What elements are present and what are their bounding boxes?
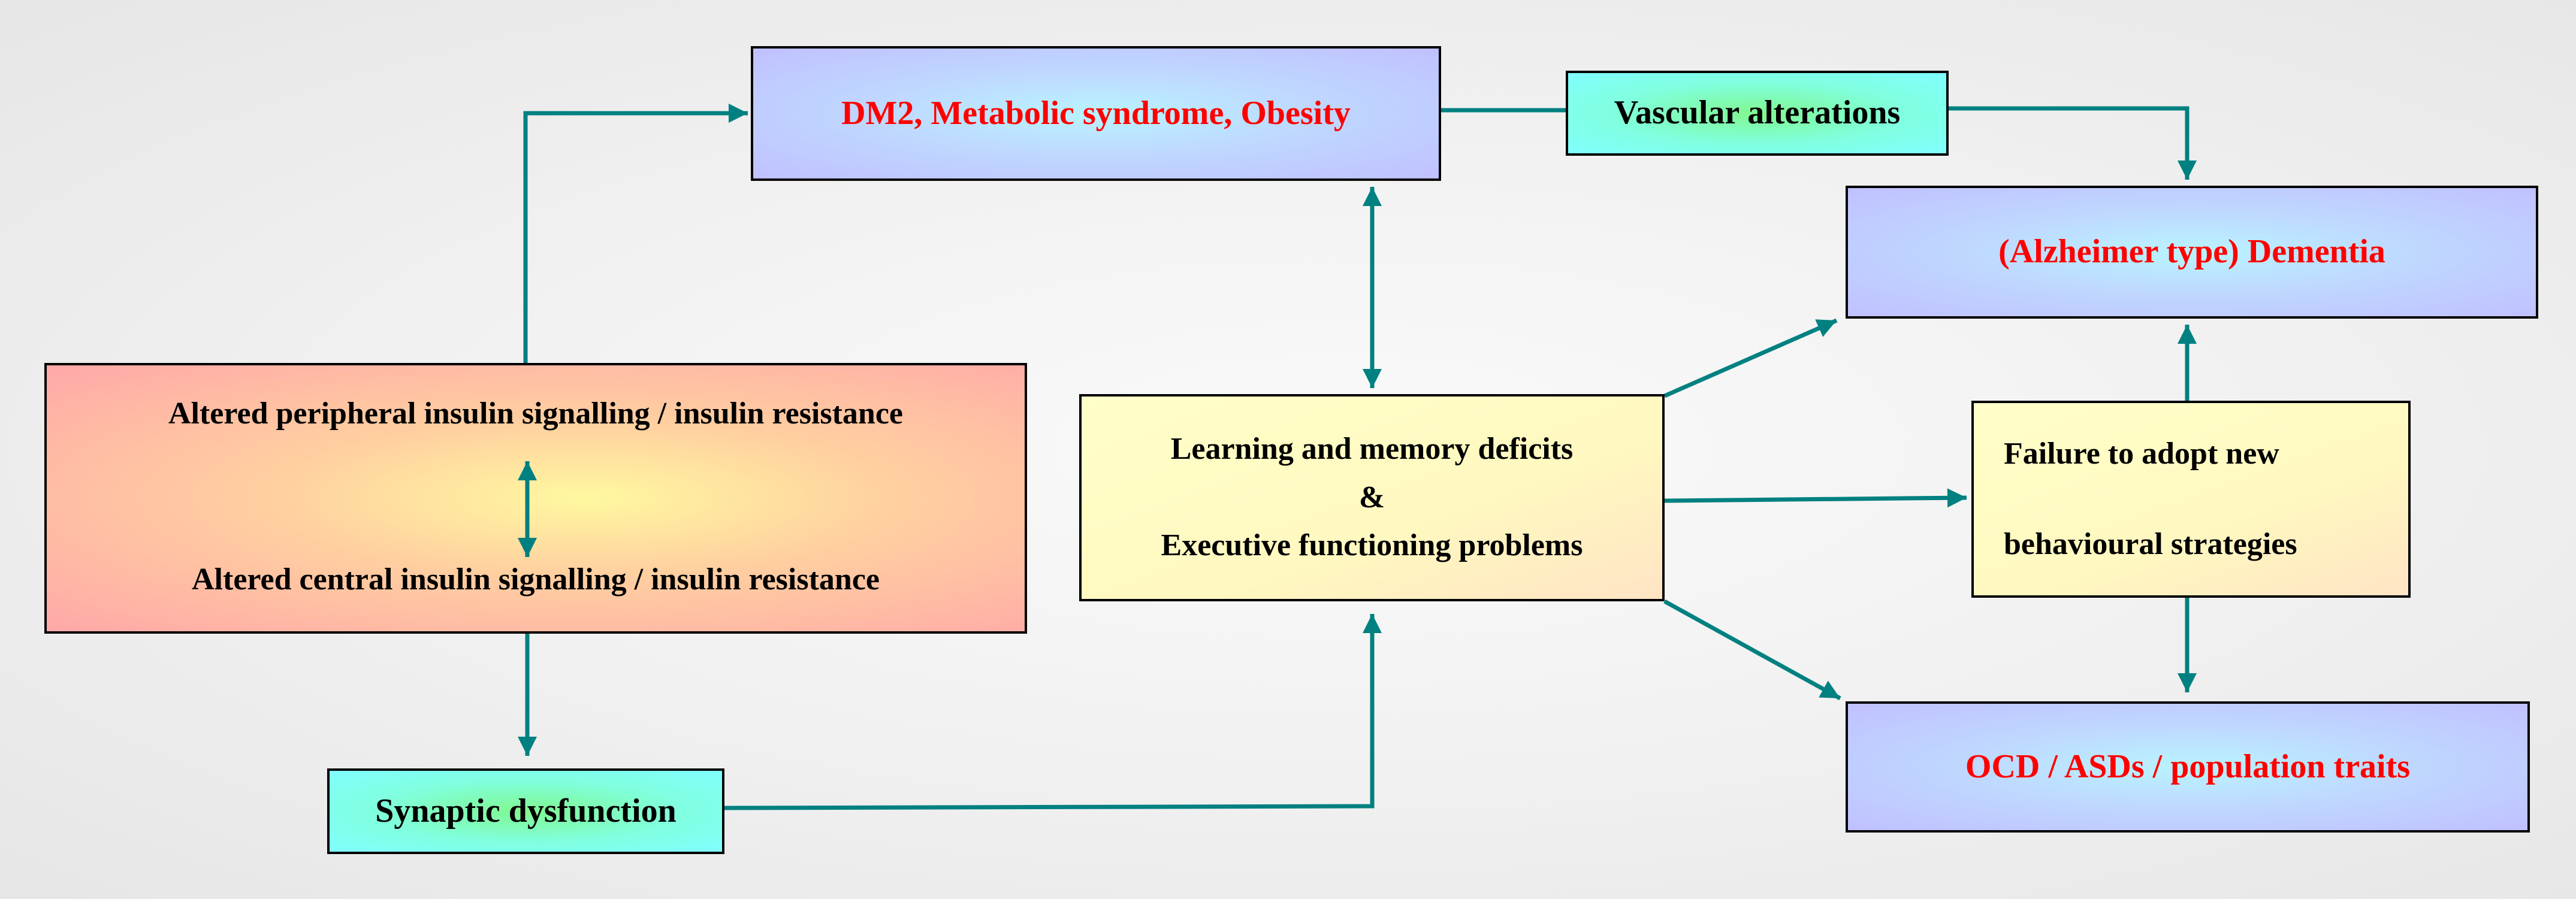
arrow-learning-to-failure xyxy=(1664,488,1967,508)
node-learning-line2: Executive functioning problems xyxy=(1161,528,1583,563)
node-ocd-label: OCD / ASDs / population traits xyxy=(1965,747,2411,785)
node-dm2-label: DM2, Metabolic syndrome, Obesity xyxy=(841,94,1351,132)
node-failure: Failure to adopt new behavioural strateg… xyxy=(1971,401,2411,598)
node-failure-line1: Failure to adopt new xyxy=(2004,436,2279,471)
node-synaptic: Synaptic dysfunction xyxy=(327,768,724,854)
node-learning: Learning and memory deficits & Executive… xyxy=(1079,394,1665,601)
arrow-learning-to-ocd xyxy=(1663,599,1841,701)
node-failure-line2: behavioural strategies xyxy=(2004,526,2297,561)
node-dementia-label: (Alzheimer type) Dementia xyxy=(1998,233,2385,271)
node-learning-line1: Learning and memory deficits xyxy=(1170,432,1574,467)
node-synaptic-label: Synaptic dysfunction xyxy=(375,792,677,830)
arrow-synaptic-to-learning xyxy=(724,614,1382,810)
arrow-learning-to-dementia xyxy=(1663,318,1838,398)
node-dementia: (Alzheimer type) Dementia xyxy=(1846,186,2538,319)
node-vascular: Vascular alterations xyxy=(1566,71,1949,156)
node-learning-amp: & xyxy=(1358,480,1385,514)
arrow-vascular-to-dementia xyxy=(1949,106,2197,180)
node-vascular-label: Vascular alterations xyxy=(1614,94,1901,132)
node-dm2: DM2, Metabolic syndrome, Obesity xyxy=(751,46,1441,181)
node-insulin-central-label: Altered central insulin signalling / ins… xyxy=(192,562,880,597)
node-insulin-peripheral-label: Altered peripheral insulin signalling / … xyxy=(168,396,904,431)
node-ocd: OCD / ASDs / population traits xyxy=(1846,701,2530,833)
arrow-insulin-to-dm2 xyxy=(523,104,748,363)
